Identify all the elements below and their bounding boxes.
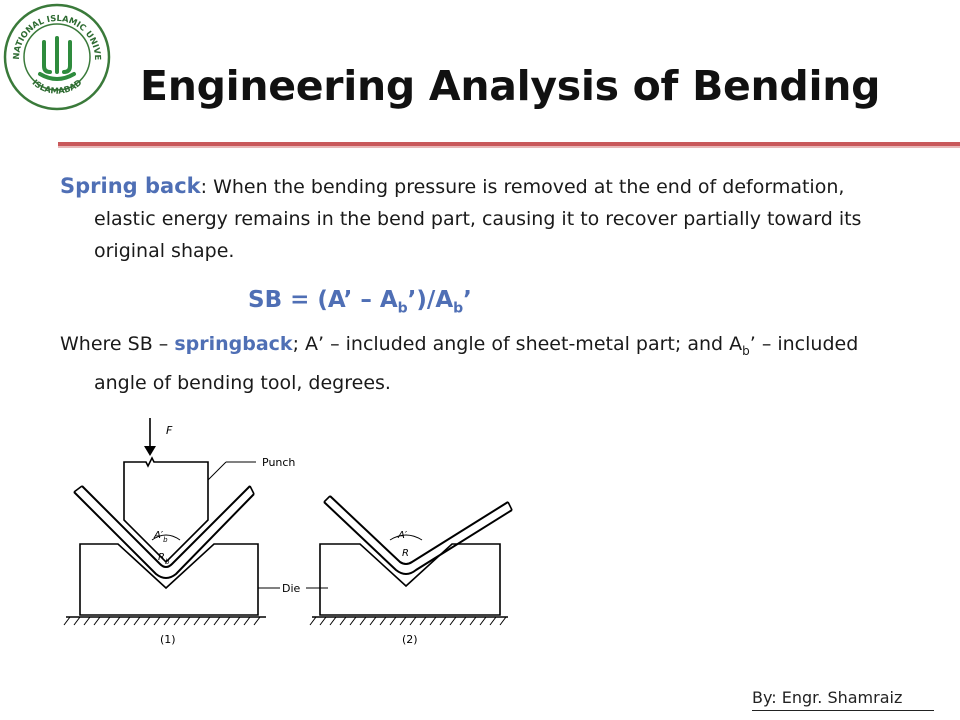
punch-label: Punch: [262, 456, 295, 469]
formula-part-2: ’)/A: [407, 287, 454, 313]
footer-by: By: [752, 688, 772, 707]
springback-definition: Spring back: When the bending pressure i…: [60, 170, 910, 267]
author-credit: By: Engr. Shamraiz: [752, 688, 902, 707]
formula-part-3: ’: [463, 287, 472, 313]
springback-definition-text: : When the bending pressure is removed a…: [94, 176, 862, 262]
formula-part-1: SB = (A’ – A: [248, 287, 398, 313]
formula-explanation: Where SB – springback; A’ – included ang…: [60, 328, 910, 399]
footer-underline: [752, 710, 934, 711]
springback-formula: SB = (A’ – Ab’)/Ab’: [248, 287, 472, 317]
title-divider-shadow: [58, 146, 960, 148]
panel-loaded: F A′b Rb (1): [63, 418, 266, 646]
university-logo: INTERNATIONAL ISLAMIC UNIVERSITY ISLAMAB…: [2, 2, 111, 111]
force-label: F: [166, 424, 173, 437]
explanation-sub: b: [742, 343, 750, 358]
bending-diagram: F A′b Rb (1) Punch Die: [63, 418, 513, 646]
footer-author: : Engr. Shamraiz: [771, 688, 903, 707]
caption-2: (2): [402, 633, 418, 646]
caption-1: (1): [160, 633, 176, 646]
die-label: Die: [282, 582, 301, 595]
title-divider: [58, 142, 960, 146]
explanation-text-2: ; A’ – included angle of sheet-metal par…: [292, 333, 743, 355]
radius-label-2: R: [402, 548, 409, 559]
formula-sub-1: b: [397, 300, 408, 317]
springback-keyword: springback: [174, 333, 293, 355]
panel-released: A′ R (2): [309, 495, 513, 646]
explanation-text-3: ’ – included angle of bending tool, degr…: [94, 333, 859, 394]
formula-sub-2: b: [453, 300, 464, 317]
explanation-text-1: Where SB –: [60, 333, 175, 355]
page-title: Engineering Analysis of Bending: [140, 62, 881, 110]
springback-term: Spring back: [60, 174, 201, 198]
angle-label-2: A′: [397, 530, 408, 541]
angle-label-1: A′b: [153, 530, 168, 544]
radius-label-1: Rb: [158, 552, 170, 566]
